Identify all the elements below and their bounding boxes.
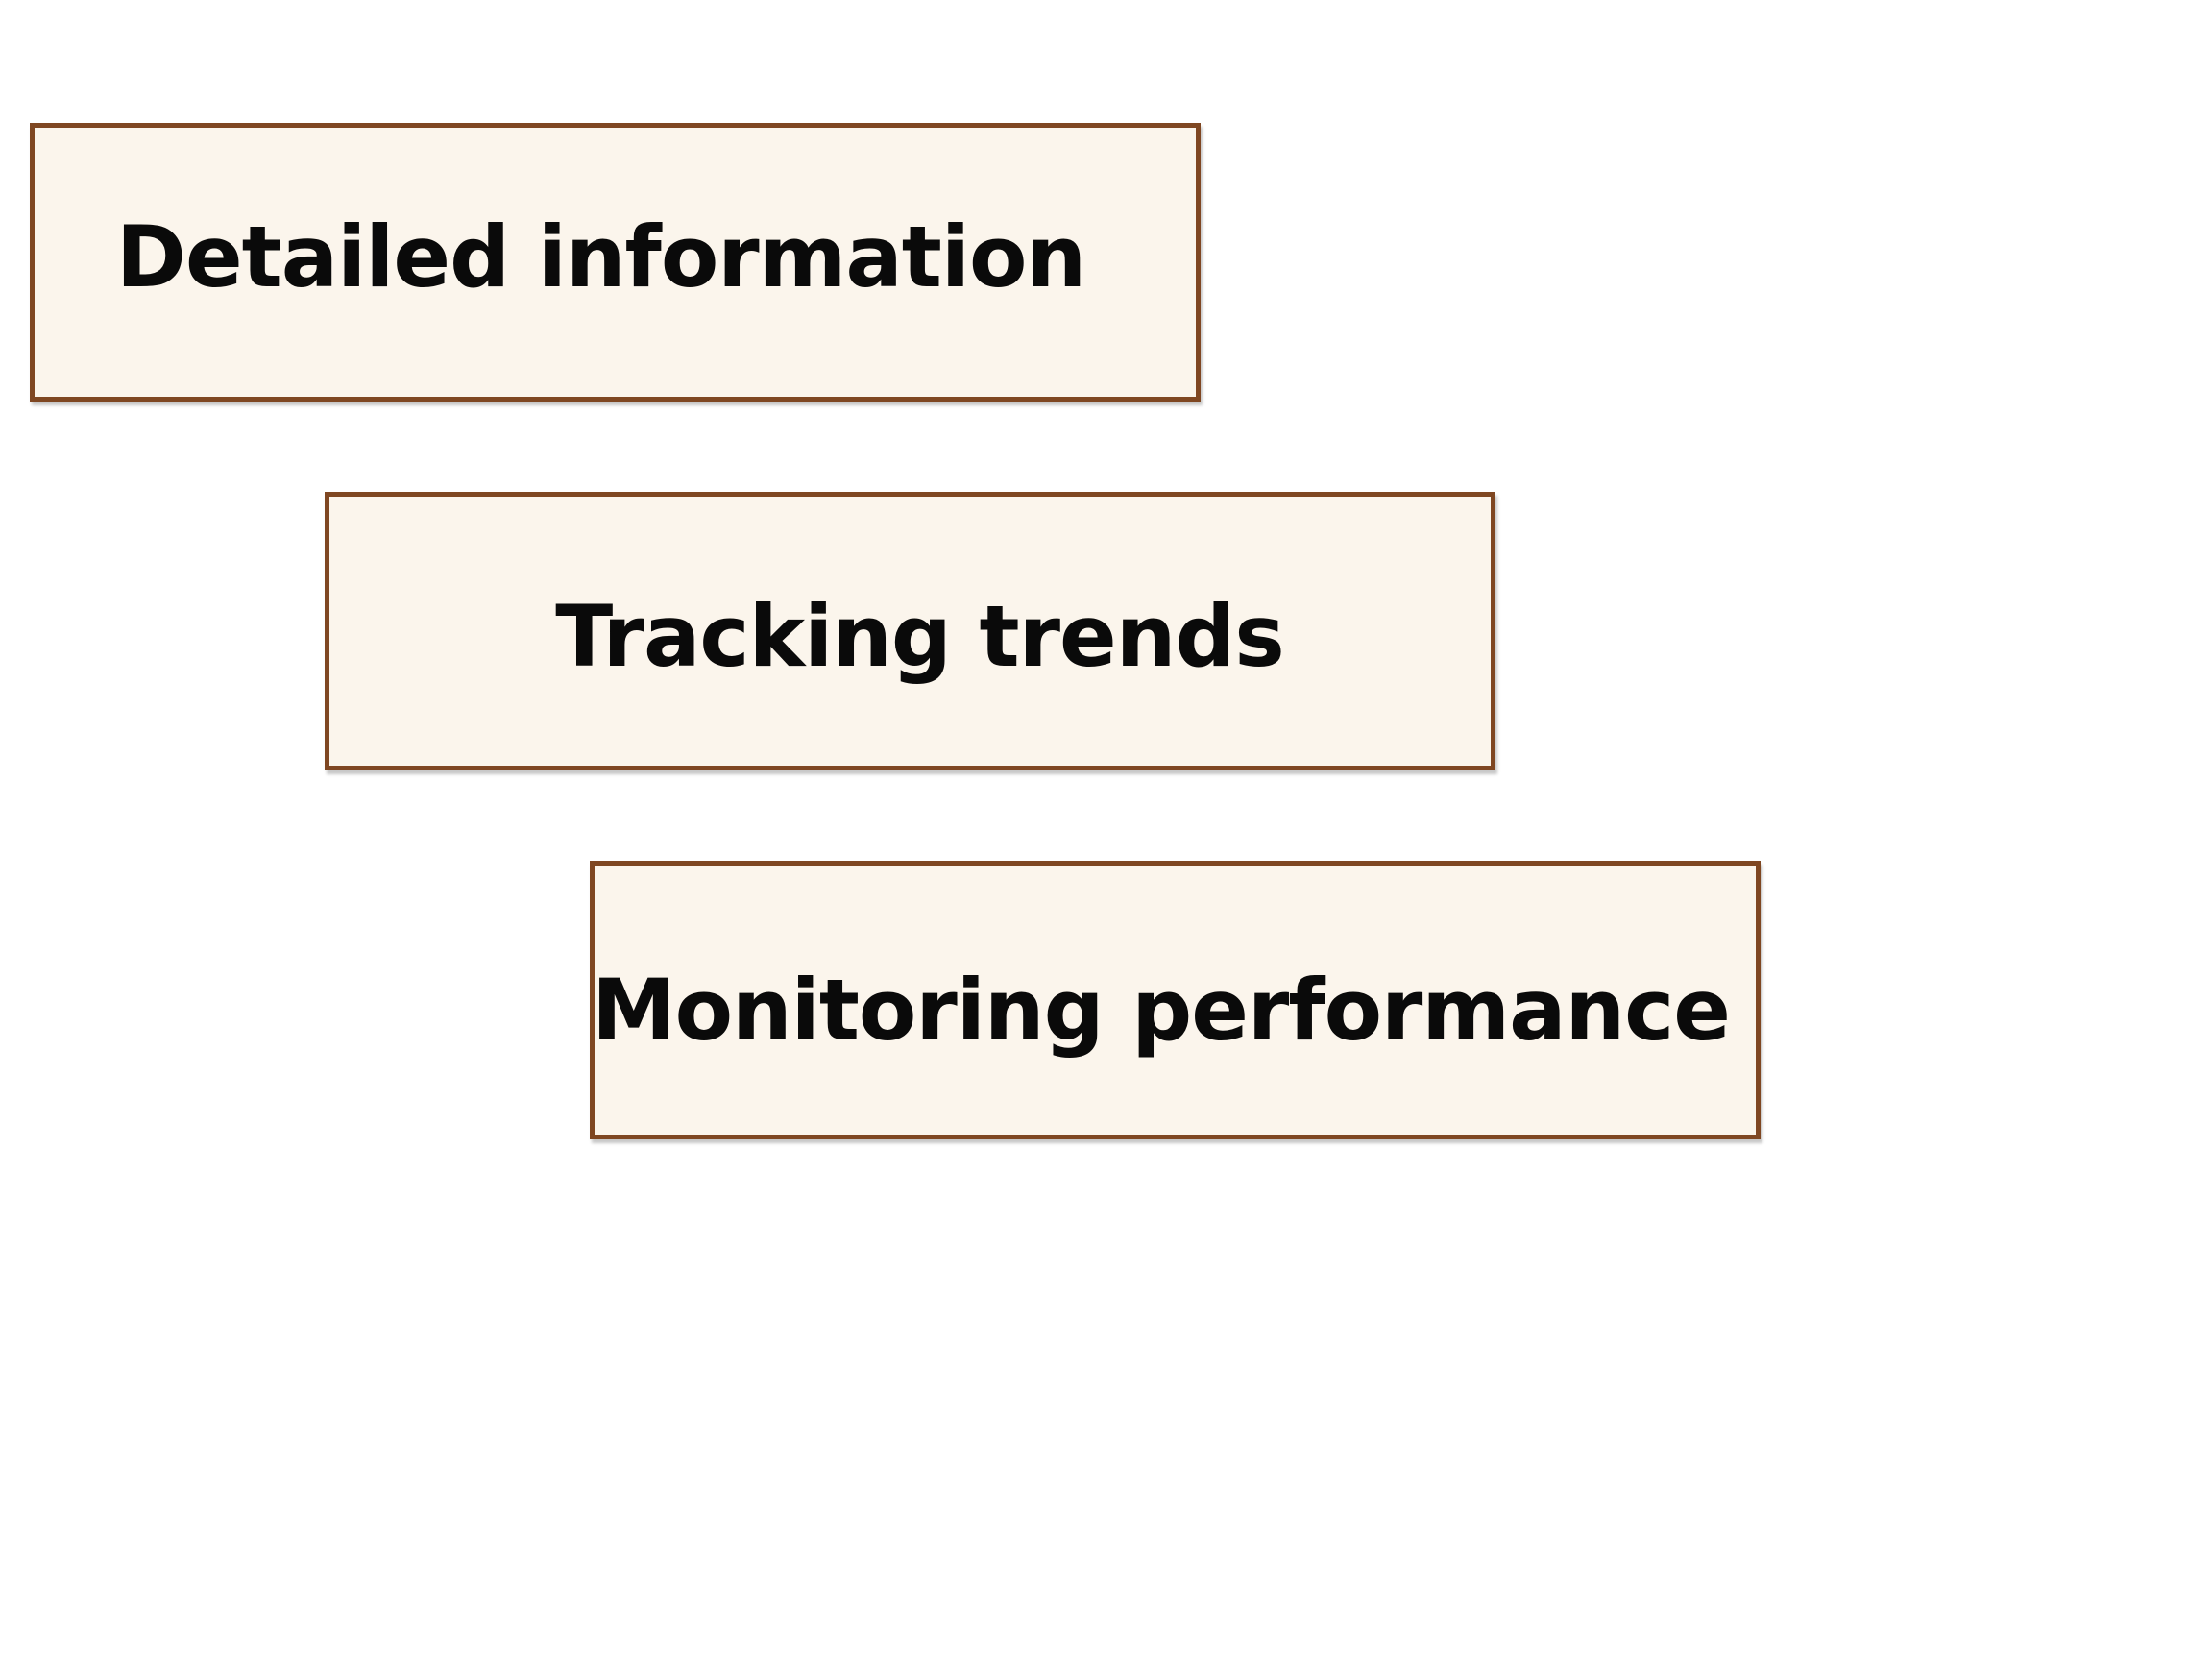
step-box-tracking-trends: Tracking trends <box>325 492 1495 770</box>
step-label: Tracking trends <box>555 586 1284 686</box>
step-box-detailed-information: Detailed information <box>30 123 1201 402</box>
step-label: Detailed information <box>115 207 1086 306</box>
step-box-monitoring-performance: Monitoring performance <box>590 861 1761 1139</box>
step-label: Monitoring performance <box>592 960 1731 1060</box>
